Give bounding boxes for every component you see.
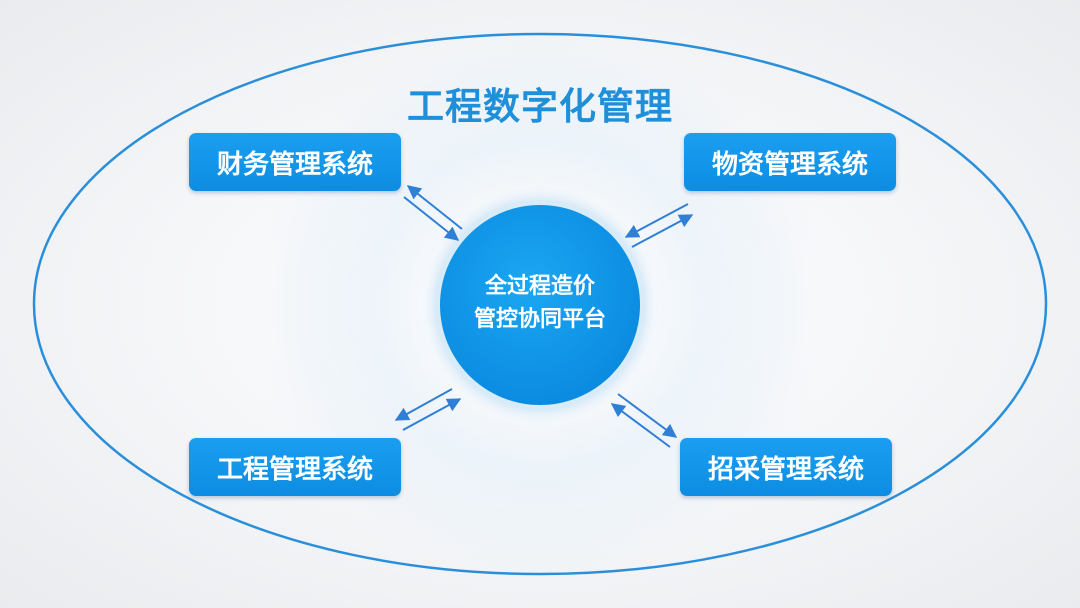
diagram-title: 工程数字化管理 xyxy=(407,85,673,128)
arrow-from-engineering xyxy=(402,398,462,431)
center-label-line1: 全过程造价 xyxy=(484,274,595,299)
engineering-system-box: 工程管理系统 xyxy=(189,438,401,496)
arrow-from-finance xyxy=(403,196,460,241)
arrow-to-finance xyxy=(406,185,463,230)
material-system-box: 物资管理系统 xyxy=(684,133,896,191)
arrow-to-engineering xyxy=(394,388,453,421)
center-platform-label: 全过程造价 管控协同平台 xyxy=(438,270,642,336)
outer-ellipse xyxy=(32,32,1048,576)
arrow-from-procurement xyxy=(610,403,671,448)
procurement-system-box: 招采管理系统 xyxy=(680,438,892,496)
finance-system-box: 财务管理系统 xyxy=(189,133,401,191)
arrow-from-material xyxy=(624,203,689,238)
center-circle xyxy=(440,205,640,405)
arrow-to-material xyxy=(631,214,694,248)
arrow-to-procurement xyxy=(617,393,678,438)
center-label-line2: 管控协同平台 xyxy=(473,307,606,332)
